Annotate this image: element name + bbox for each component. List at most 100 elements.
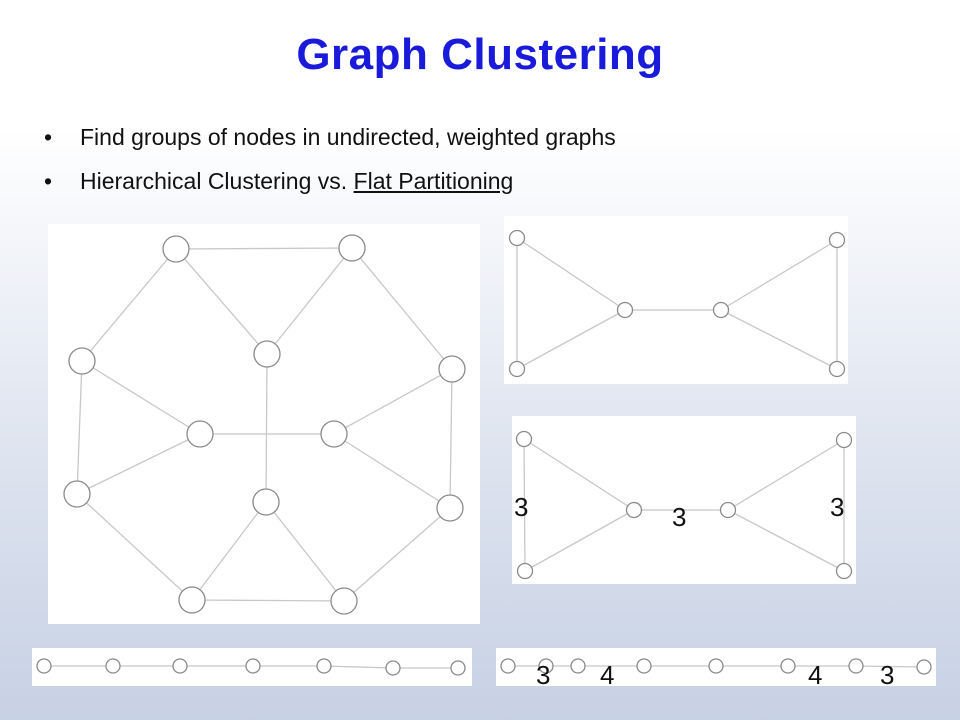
graph-node	[916, 659, 932, 675]
edge-weight-label: 3	[514, 492, 528, 522]
edges	[76, 247, 453, 602]
nodes	[36, 658, 466, 676]
graph-node	[625, 501, 643, 519]
nodes	[500, 658, 932, 675]
graph-edge	[191, 501, 267, 601]
graph-node	[436, 494, 464, 522]
bullet-marker: •	[44, 168, 53, 194]
bullet-item: • Find groups of nodes in undirected, we…	[44, 120, 616, 164]
graph-edge	[727, 509, 845, 572]
graph-edge	[449, 368, 453, 509]
graph-node	[450, 660, 466, 676]
graph-node	[515, 430, 533, 448]
graph-node	[105, 658, 121, 674]
weight-labels: 3 3 3	[514, 492, 844, 532]
weighted-chain-graph-diagram: 3 4 4 3	[500, 658, 932, 686]
edge-weight-label: 3	[536, 660, 550, 686]
graph-node	[835, 562, 853, 580]
graph-node	[828, 360, 846, 378]
graph-node	[330, 587, 358, 615]
slide-title: Graph Clustering	[296, 30, 664, 79]
edge-weight-label: 3	[830, 492, 844, 522]
large-graph-panel	[48, 224, 480, 624]
edges	[508, 665, 925, 668]
edges	[516, 237, 838, 370]
graph-edge	[333, 433, 451, 509]
graph-node	[253, 340, 281, 368]
graph-node	[616, 301, 634, 319]
bullet-marker: •	[44, 124, 53, 150]
graph-edge	[524, 509, 635, 572]
graph-node	[320, 420, 348, 448]
graph-node	[172, 658, 188, 674]
graph-edge	[323, 665, 394, 669]
graph-node	[36, 658, 52, 674]
chain-graph-diagram	[36, 658, 466, 676]
graph-node	[516, 562, 534, 580]
graph-edge	[516, 309, 626, 370]
graph-node	[848, 658, 864, 674]
graph-edge	[265, 501, 345, 602]
graph-node	[712, 301, 730, 319]
graph-node	[385, 660, 401, 676]
bullet-text: Find groups of nodes in undirected, weig…	[80, 124, 616, 150]
graph-node	[719, 501, 737, 519]
weighted-bowtie-graph-diagram: 3 3 3	[514, 430, 853, 580]
graph-edge	[175, 248, 268, 355]
graph-edge	[76, 493, 193, 601]
graph-edge	[516, 237, 626, 311]
graph-edge	[266, 247, 353, 355]
bowtie-graph-diagram	[508, 229, 846, 378]
graph-node	[636, 658, 652, 674]
bowtie-graph-panel	[504, 216, 848, 384]
bullet-item: • Hierarchical Clustering vs. Flat Parti…	[44, 164, 616, 208]
graph-node	[538, 658, 554, 674]
graph-node	[508, 360, 526, 378]
graph-node	[186, 420, 214, 448]
graph-node	[835, 431, 853, 449]
graph-edge	[720, 239, 838, 311]
graph-node	[708, 658, 724, 674]
graph-edge	[175, 247, 353, 250]
bullet-underlined-text: Flat Partitioning	[353, 168, 514, 194]
nodes	[63, 234, 466, 615]
edges	[44, 665, 458, 669]
weight-labels: 3 4 4 3	[536, 660, 894, 686]
graph-edge	[523, 438, 635, 511]
graph-node	[245, 658, 261, 674]
graph-node	[252, 488, 280, 516]
edges	[523, 438, 845, 572]
graph-edge	[351, 247, 453, 370]
graph-edge	[76, 433, 201, 495]
graph-node	[828, 231, 846, 249]
graph-node	[63, 480, 91, 508]
edge-weight-label: 4	[808, 660, 822, 686]
graph-node	[178, 586, 206, 614]
edge-weight-label: 4	[600, 660, 614, 686]
graph-edge	[76, 360, 83, 495]
graph-edge	[81, 360, 201, 435]
large-graph-diagram	[63, 234, 466, 615]
bullet-list: • Find groups of nodes in undirected, we…	[44, 120, 616, 208]
graph-node	[162, 235, 190, 263]
graph-node	[438, 355, 466, 383]
weighted-bowtie-graph-panel: 3 3 3	[512, 416, 856, 584]
graph-edge	[727, 439, 845, 511]
graph-node	[68, 347, 96, 375]
graph-node	[780, 658, 796, 674]
nodes	[508, 229, 846, 378]
edge-weight-label: 3	[672, 502, 686, 532]
graph-edge	[720, 309, 838, 370]
graph-edge	[343, 507, 451, 602]
graph-edge	[265, 353, 268, 503]
edge-weight-label: 3	[880, 660, 894, 686]
weighted-chain-graph-panel: 3 4 4 3	[496, 648, 936, 686]
graph-node	[570, 658, 586, 674]
graph-node	[508, 229, 526, 247]
graph-edge	[81, 248, 177, 362]
graph-node	[316, 658, 332, 674]
graph-node	[338, 234, 366, 262]
graph-edge	[191, 599, 345, 602]
nodes	[515, 430, 853, 580]
chain-graph-panel	[32, 648, 472, 686]
